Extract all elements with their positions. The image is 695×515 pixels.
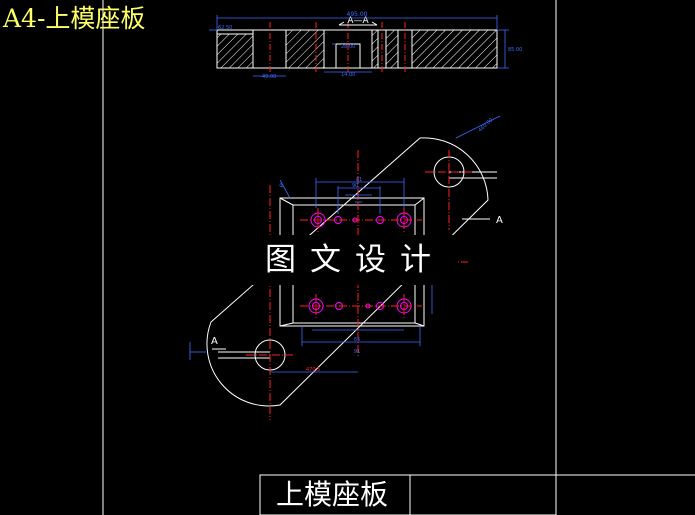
section-dim-left-offset: 62.50 [218,25,232,31]
plan-dim-guide-offset: 470.5 [306,367,320,373]
section-hatch-center [286,30,324,68]
section-dim-bottom-center: 14.00 [341,72,355,78]
section-label: A—A [347,16,369,26]
section-mark-right: A [496,215,503,226]
plan-view: 460.00 81 90 65 91 470.5 Ø A A [189,115,503,420]
section-dim-overall-width: 495.00 [347,11,368,18]
plan-dim-overall-length: 460.00 [477,117,494,133]
plate-outline [206,137,489,407]
plan-dim-hole-span: 81 [356,177,362,183]
plan-dim-inner-span: 65 [354,337,360,343]
section-view: A—A 495.00 62.50 85.00 49.00 14.00 28.00 [209,11,522,80]
title-block-part-name: 上模座板 [276,478,389,511]
plan-dim-pin-span: 90 [352,183,358,189]
section-hatch-right [412,30,497,68]
section-dim-pocket-depth: 28.00 [341,44,355,50]
sheet-title: A4-上模座板 [3,4,146,33]
section-dim-left-pocket: 49.00 [262,74,276,80]
section-hatch-left [217,34,253,68]
drawing-frame [102,0,695,515]
plan-dim-outer-span: 91 [354,349,360,355]
section-dim-height: 85.00 [508,47,522,53]
watermark: 图文设计 [252,235,458,285]
plan-dim-corner: Ø [278,182,286,189]
section-mark-left: A [211,336,218,347]
